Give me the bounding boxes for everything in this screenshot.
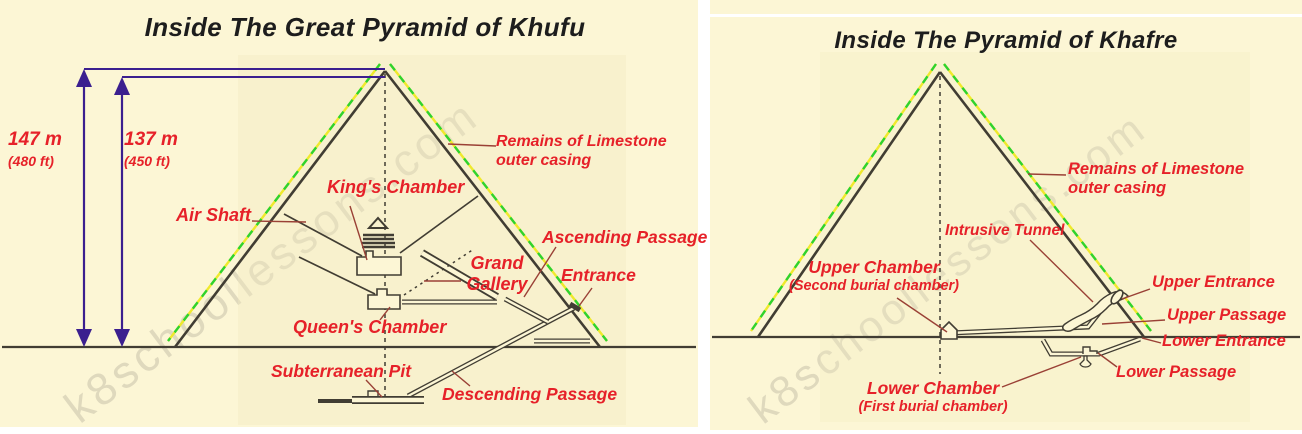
lower-chamber-shape: [1079, 346, 1098, 368]
label-limestone-casing: Remains of Limestone outer casing: [496, 133, 667, 169]
leader-lines: [896, 173, 1166, 388]
leader-lines: [251, 143, 593, 398]
label-lower-chamber: Lower Chamber (First burial chamber): [858, 378, 1008, 415]
entrance-mark: [568, 301, 582, 313]
label-descending-passage: Descending Passage: [442, 384, 618, 404]
label-lower-entrance: Lower Entrance: [1162, 332, 1286, 350]
height-arrows: [76, 68, 385, 347]
label-subterranean-pit: Subterranean Pit: [271, 361, 412, 381]
upper-entrance-mark: [1110, 289, 1124, 305]
label-height-147m: 147 m (480 ft): [8, 129, 62, 170]
panel-top-divider: [710, 14, 1302, 17]
label-upper-entrance: Upper Entrance: [1152, 273, 1275, 291]
subterranean-pit-shape: [318, 390, 424, 404]
label-kings-chamber: King's Chamber: [327, 177, 465, 197]
khufu-diagram: [2, 63, 696, 404]
khafre-title: Inside The Pyramid of Khafre: [834, 27, 1178, 54]
label-limestone-casing: Remains of Limestone outer casing: [1068, 160, 1245, 198]
khufu-panel: k8schoollessons.com: [0, 0, 707, 433]
limestone-casing-lines: [750, 63, 1152, 332]
label-queens-chamber: Queen's Chamber: [293, 317, 447, 337]
ascending-passage-line: [503, 296, 550, 325]
label-height-137m: 137 m (450 ft): [124, 129, 178, 170]
khufu-title: Inside The Great Pyramid of Khufu: [144, 12, 586, 42]
khafre-panel: k8schoollessons.com: [710, 0, 1302, 433]
limestone-casing-lines: [167, 63, 608, 342]
label-air-shaft: Air Shaft: [176, 205, 252, 225]
scan-texture-area: [820, 52, 1250, 422]
label-intrusive-tunnel: Intrusive Tunnel: [945, 222, 1065, 239]
grand-gallery-line: [419, 249, 500, 301]
label-ascending-passage: Ascending Passage: [542, 227, 708, 247]
label-upper-passage: Upper Passage: [1167, 306, 1287, 324]
pyramid-faces: [173, 70, 602, 348]
pyramid-faces: [756, 71, 1146, 338]
khafre-diagram: [712, 52, 1300, 422]
queens-chamber-shape: [367, 288, 401, 310]
relieving-chambers: [362, 216, 395, 249]
label-upper-chamber: Upper Chamber (Second burial chamber): [788, 257, 959, 294]
upper-chamber-shape: [940, 320, 958, 340]
label-grand-gallery: Grand Gallery: [466, 253, 528, 295]
label-lower-passage: Lower Passage: [1116, 363, 1237, 381]
passages: [318, 249, 590, 404]
kings-chamber-shape: [356, 250, 402, 276]
air-shaft-lines: [283, 195, 479, 296]
label-entrance: Entrance: [561, 265, 636, 285]
lower-passage-line: [1040, 336, 1141, 357]
